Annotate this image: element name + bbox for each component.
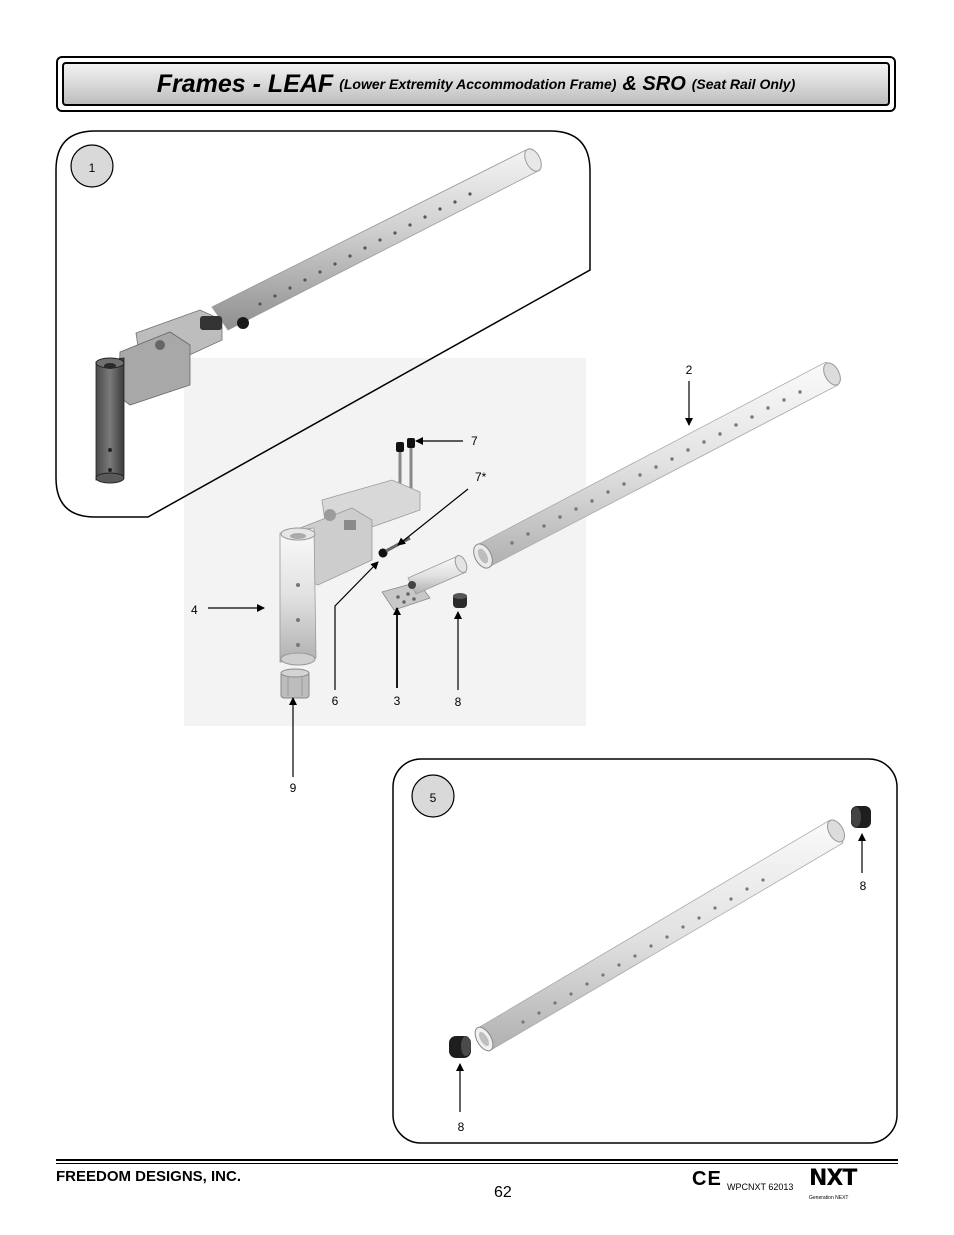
part-8-cap [453, 593, 467, 608]
footer-rule-thick [56, 1159, 898, 1161]
page-number: 62 [494, 1184, 512, 1201]
view1-frame [55, 130, 591, 518]
callout-7: 7 [471, 434, 478, 448]
part-4-clamp [279, 479, 421, 666]
callout-9: 9 [290, 781, 297, 795]
view5-frame [392, 758, 898, 1144]
page-title: Frames - LEAF [156, 69, 334, 98]
part-3-bracket [381, 555, 468, 611]
page-title-amp: & SRO [622, 72, 686, 95]
title-banner: Frames - LEAF (Lower Extremity Accommoda… [56, 56, 896, 112]
callout-arrow-7star [397, 488, 469, 546]
callout-2: 2 [686, 363, 693, 377]
company-name: FREEDOM DESIGNS, INC. [56, 1168, 242, 1185]
callout-4: 4 [191, 603, 198, 617]
footer-rule-thin [56, 1163, 898, 1164]
title-banner-inner: Frames - LEAF (Lower Extremity Accommoda… [62, 62, 890, 106]
view5-number: 5 [430, 791, 437, 805]
callout-8b: 8 [860, 879, 867, 893]
view1-badge [70, 144, 114, 188]
page-title-sub2: (Seat Rail Only) [691, 76, 796, 92]
document-id: WPCNXT 62013 [727, 1182, 794, 1192]
view5-seat-rail [449, 806, 871, 1058]
callout-6: 6 [332, 694, 339, 708]
view5-badge [411, 774, 455, 818]
view1-number: 1 [89, 161, 96, 175]
nxt-tagline: Generation NEXT [809, 1195, 849, 1201]
callout-8c: 8 [458, 1120, 465, 1134]
page-title-sub1: (Lower Extremity Accommodation Frame) [339, 76, 617, 92]
part-2-tube [473, 361, 841, 569]
callout-3: 3 [394, 694, 401, 708]
view1-assembly [95, 148, 542, 484]
callout-7star: 7* [475, 470, 487, 484]
nxt-logo: NXT [809, 1166, 857, 1191]
part-9-plug [280, 668, 310, 699]
ce-mark-icon: CE [692, 1168, 722, 1190]
callout-8a: 8 [455, 695, 462, 709]
callout-arrow-6 [334, 561, 379, 690]
